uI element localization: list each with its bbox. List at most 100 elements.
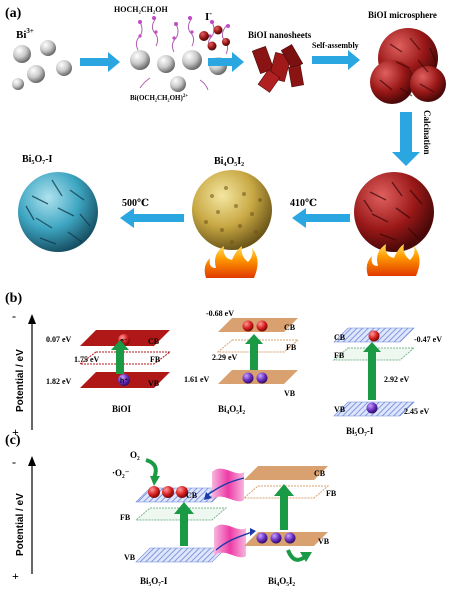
temperature-500: 500℃	[122, 198, 149, 209]
bi-ion-label: Bi3+	[16, 27, 34, 41]
iodide-label: I-	[205, 9, 212, 23]
svg-text:VB: VB	[124, 553, 136, 562]
svg-text:FB: FB	[334, 351, 345, 360]
arrow-to-bi5o7i	[120, 208, 184, 228]
bioi-name: BiOI	[112, 404, 132, 414]
svg-text:CB: CB	[186, 491, 198, 500]
excitation-arrow	[111, 340, 129, 374]
panel-c-label: (c)	[5, 433, 21, 448]
oxygen-label: O₂	[130, 450, 140, 460]
svg-text:VB: VB	[284, 389, 296, 398]
bi-ion-spheres	[12, 40, 72, 90]
bioi-microsphere	[370, 28, 446, 104]
bioi-cb-value: 0.07 eV	[46, 335, 72, 344]
bi5o7i-vb	[135, 547, 227, 563]
axis-label: Potential / eV	[15, 349, 26, 412]
axis-label: Potential / eV	[15, 493, 26, 556]
flame-icon	[204, 246, 258, 278]
electron-transfer-arrow	[205, 477, 245, 497]
svg-text:VB: VB	[318, 537, 330, 546]
bi4o5i2-cb-value: -0.68 eV	[206, 309, 234, 318]
hole-icon	[284, 532, 296, 544]
bi4o5i2-vb-value: 1.61 eV	[184, 375, 210, 384]
electron-icon	[162, 486, 174, 498]
hole-icon	[366, 402, 378, 414]
svg-text:FB: FB	[120, 513, 131, 522]
complex-label: Bi(OCH₂CH₂OH)2+	[130, 94, 188, 102]
excitation-arrow	[245, 334, 263, 370]
axis-plus: +	[12, 425, 19, 439]
hole-icon	[242, 372, 254, 384]
bi5o7i-product-label: Bi₅O₇-I	[22, 154, 53, 165]
arrow-to-complex	[80, 52, 120, 72]
svg-text:h⁺: h⁺	[120, 377, 128, 385]
svg-text:VB: VB	[334, 405, 346, 414]
microsphere-label: BiOI microsphere	[368, 10, 437, 20]
excitation-arrow	[274, 484, 294, 530]
axis-minus: -	[12, 455, 16, 469]
calcination-label: Calcination	[422, 110, 432, 155]
bi4o5i2-cb	[244, 466, 328, 480]
axis-minus: -	[12, 309, 16, 323]
bi4o5i2-sphere	[192, 170, 272, 250]
svg-text:FB: FB	[326, 489, 337, 498]
arrow-to-bi4o5i2	[292, 208, 350, 228]
bioi-vb-value: 1.82 eV	[46, 377, 72, 386]
axis-plus: +	[12, 569, 19, 583]
svg-text:e⁻: e⁻	[120, 338, 128, 345]
axis-arrow-icon	[28, 314, 36, 324]
flame-icon	[366, 244, 420, 276]
panel-b: (b) - + Potential / eV e⁻ h⁺ CB FB VB 0.…	[5, 291, 442, 439]
excitation-arrow	[174, 502, 194, 546]
svg-text:CB: CB	[334, 333, 346, 342]
arrow-self-assembly	[312, 50, 360, 70]
hole-icon	[256, 532, 268, 544]
excitation-arrow	[363, 342, 381, 400]
self-assembly-label: Self-assembly	[312, 41, 359, 50]
nanosheets-label: BiOI nanosheets	[248, 30, 312, 40]
hole-transfer-arrow	[215, 531, 253, 551]
bi5o7i-cb-value: -0.47 eV	[414, 335, 442, 344]
panel-c: (c) - + Potential / eV O₂ ·O₂⁻ CB FB VB …	[5, 433, 337, 586]
iodide-ions	[199, 25, 230, 51]
bioi-gap: 1.75 eV	[74, 355, 100, 364]
calcined-bioi-sphere	[354, 172, 434, 252]
svg-text:VB: VB	[148, 379, 160, 388]
hole-icon	[118, 374, 130, 386]
svg-text:CB: CB	[284, 323, 296, 332]
svg-text:CB: CB	[314, 469, 326, 478]
svg-text:FB: FB	[150, 355, 161, 364]
hole-icon	[256, 372, 268, 384]
electron-icon	[242, 320, 254, 332]
hole-icon	[270, 532, 282, 544]
right-material-name: Bi₄O₅I₂	[268, 576, 295, 586]
bi5o7i-name: Bi₅O₇-I	[346, 426, 374, 436]
bi5o7i-band-diagram: CB FB VB -0.47 eV 2.92 eV 2.45 eV Bi₅O₇-…	[332, 327, 442, 436]
electron-icon	[176, 486, 188, 498]
arrow-calcination	[392, 112, 420, 166]
electron-icon	[368, 330, 380, 342]
bi5o7i-gap: 2.92 eV	[384, 375, 410, 384]
bioi-band-diagram: e⁻ h⁺ CB FB VB 0.07 eV 1.75 eV 1.82 eV B…	[46, 330, 172, 414]
bioi-nanosheets	[251, 44, 304, 93]
panel-a-label: (a)	[5, 6, 22, 21]
bi4o5i2-gap: 2.29 eV	[212, 353, 238, 362]
left-material-name: Bi₅O₇-I	[140, 576, 168, 586]
superoxide-label: ·O₂⁻	[112, 468, 130, 478]
panel-a: (a) Bi3+ HOCH₂CH₂OH	[5, 5, 446, 278]
temperature-410: 410℃	[290, 198, 317, 209]
electron-icon	[148, 486, 160, 498]
bi5o7i-sphere	[18, 172, 98, 252]
interface-band-upper	[212, 468, 244, 502]
bi4o5i2-product-label: Bi₄O₅I₂	[214, 156, 244, 167]
bioi-fb	[78, 351, 172, 365]
bi5o7i-vb-value: 2.45 eV	[404, 407, 430, 416]
bi4o5i2-band-diagram: CB FB VB -0.68 eV 2.29 eV 1.61 eV Bi₄O₅I…	[184, 309, 300, 414]
bi4o5i2-name: Bi₄O₅I₂	[218, 404, 245, 414]
panel-b-label: (b)	[5, 291, 22, 306]
reduction-arrow	[145, 458, 158, 479]
svg-text:CB: CB	[148, 337, 160, 346]
arrow-to-nanosheets	[208, 52, 244, 72]
svg-text:FB: FB	[286, 343, 297, 352]
